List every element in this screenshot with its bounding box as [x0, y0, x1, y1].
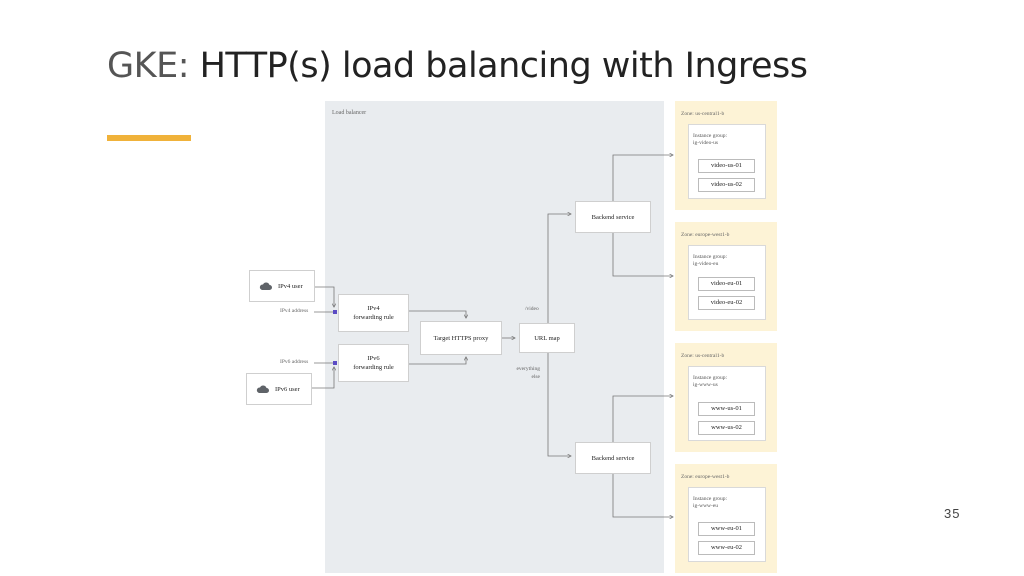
backend-service-www: Backend service — [575, 442, 651, 474]
instance-group-name: ig-www-eu — [693, 503, 719, 509]
ipv4-address-label: IPv4 address — [280, 308, 309, 314]
vm-instance: video-us-02 — [698, 178, 755, 192]
page-number: 35 — [944, 506, 961, 521]
zone-www-us: Zone: us-central1-b Instance group: ig-w… — [675, 343, 777, 452]
zone-label: Zone: us-central1-b — [681, 111, 725, 117]
ipv6-user-node: IPv6 user — [246, 373, 312, 405]
zone-www-eu: Zone: europe-west1-b Instance group: ig-… — [675, 464, 777, 573]
title-main: HTTP(s) load balancing with Ingress — [188, 46, 808, 86]
zone-video-us: Zone: us-central1-b Instance group: ig-v… — [675, 101, 777, 210]
zone-label: Zone: europe-west1-b — [681, 474, 730, 480]
connector-fr4-proxy — [408, 310, 466, 318]
ipv4-forwarding-rule: IPv4 forwarding rule — [338, 294, 409, 332]
connector-ipv6-user — [312, 367, 334, 389]
cloud-icon — [259, 282, 272, 290]
ipv6-address-marker — [333, 361, 337, 365]
ipv6-address-label: IPv6 address — [280, 359, 309, 365]
instance-group-box: Instance group: ig-www-eu www-eu-01 www-… — [688, 487, 766, 562]
load-balancer-label: Load balancer — [332, 110, 367, 116]
vm-instance: www-us-02 — [698, 421, 755, 435]
instance-group-title: Instance group: ig-www-eu — [693, 496, 727, 510]
ipv6-forwarding-rule: IPv6 forwarding rule — [338, 344, 409, 382]
instance-group-label: Instance group: — [693, 254, 728, 260]
zone-label: Zone: us-central1-b — [681, 353, 725, 359]
connector-ipv4-user — [314, 286, 334, 307]
instance-group-label: Instance group: — [693, 133, 728, 139]
instance-group-name: ig-video-eu — [693, 261, 719, 267]
forwarding-rule-line2: forwarding rule — [353, 364, 394, 371]
vm-instance: video-us-01 — [698, 159, 755, 173]
route-label-else-line2: else — [531, 374, 540, 380]
forwarding-rule-line1: IPv4 — [367, 305, 380, 312]
connector-fr6-proxy — [408, 357, 466, 365]
forwarding-rule-line1: IPv6 — [367, 355, 380, 362]
instance-group-name: ig-www-us — [693, 382, 718, 388]
connector-video-us — [612, 155, 673, 201]
forwarding-rule-line2: forwarding rule — [353, 314, 394, 321]
connector-video-eu — [612, 232, 673, 276]
instance-group-title: Instance group: ig-www-us — [693, 375, 727, 389]
connector-urlmap-video — [547, 214, 571, 323]
title-accent-bar — [107, 135, 191, 141]
vm-instance: www-eu-02 — [698, 541, 755, 555]
ipv6-user-label: IPv6 user — [275, 385, 300, 393]
route-label-video: /video — [525, 306, 539, 312]
instance-group-name: ig-video-us — [693, 140, 719, 146]
backend-service-video: Backend service — [575, 201, 651, 233]
slide-title: GKE: HTTP(s) load balancing with Ingress — [107, 46, 808, 86]
vm-instance: video-eu-02 — [698, 296, 755, 310]
instance-group-label: Instance group: — [693, 496, 728, 502]
ipv4-user-node: IPv4 user — [249, 270, 315, 302]
instance-group-title: Instance group: ig-video-us — [693, 133, 727, 147]
instance-group-box: Instance group: ig-video-eu video-eu-01 … — [688, 245, 766, 320]
vm-instance: video-eu-01 — [698, 277, 755, 291]
connector-www-eu — [612, 473, 673, 517]
route-label-else-line1: everything — [516, 366, 540, 372]
instance-group-box: Instance group: ig-video-us video-us-01 … — [688, 124, 766, 199]
title-prefix: GKE: — [107, 46, 189, 86]
target-https-proxy: Target HTTPS proxy — [420, 321, 502, 355]
instance-group-label: Instance group: — [693, 375, 728, 381]
zone-video-eu: Zone: europe-west1-b Instance group: ig-… — [675, 222, 777, 331]
url-map: URL map — [519, 323, 575, 353]
ipv4-address-marker — [333, 310, 337, 314]
instance-group-box: Instance group: ig-www-us www-us-01 www-… — [688, 366, 766, 441]
connector-www-us — [612, 396, 673, 442]
instance-group-title: Instance group: ig-video-eu — [693, 254, 727, 268]
ipv4-user-label: IPv4 user — [278, 282, 303, 290]
vm-instance: www-us-01 — [698, 402, 755, 416]
cloud-icon — [256, 385, 269, 393]
route-label-else: everything else — [514, 365, 540, 381]
zone-label: Zone: europe-west1-b — [681, 232, 730, 238]
connector-urlmap-else — [547, 352, 571, 456]
vm-instance: www-eu-01 — [698, 522, 755, 536]
